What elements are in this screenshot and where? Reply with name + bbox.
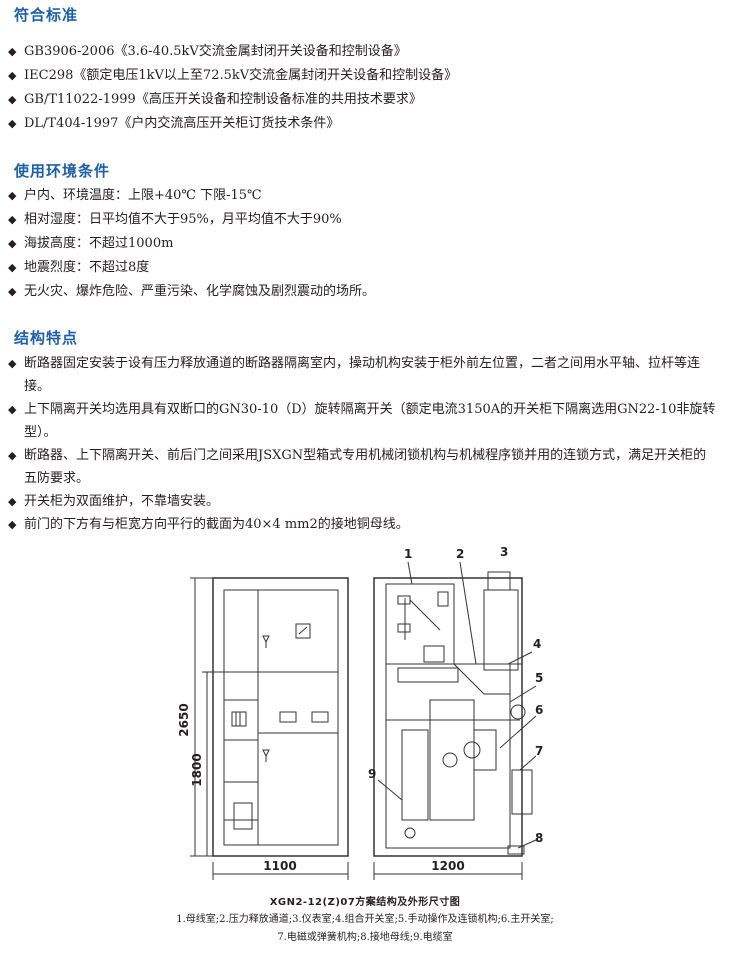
standards-list: ◆GB3906-2006《3.6-40.5kV交流金属封闭开关设备和控制设备》 … — [8, 40, 716, 136]
front-outline — [212, 577, 349, 857]
dim-width-side: 1200 — [431, 859, 464, 873]
list-item: ◆上下隔离开关均选用具有双断口的GN30-10（D）旋转隔离开关（额定电流315… — [8, 398, 716, 444]
list-item: ◆海拔高度：不超过1000m — [8, 232, 716, 256]
diamond-bullet-icon: ◆ — [8, 69, 17, 82]
diamond-bullet-icon: ◆ — [8, 213, 17, 226]
figure-legend-line2: 7.电磁或弹簧机构;8.接地母线;9.电缆室 — [277, 932, 453, 943]
callout-label: 3 — [500, 545, 508, 559]
list-item: ◆GB3906-2006《3.6-40.5kV交流金属封闭开关设备和控制设备》 — [8, 40, 716, 64]
diamond-bullet-icon: ◆ — [8, 117, 17, 130]
side-view — [373, 561, 537, 880]
diamond-bullet-icon: ◆ — [8, 357, 17, 370]
list-item: ◆DL/T404-1997《户内交流高压开关柜订货技术条件》 — [8, 112, 716, 136]
list-item: ◆地震烈度：不超过8度 — [8, 256, 716, 280]
diamond-bullet-icon: ◆ — [8, 93, 17, 106]
mechanism-box — [511, 769, 533, 815]
list-item: ◆GB/T11022-1999《高压开关设备和控制设备标准的共用技术要求》 — [8, 88, 716, 112]
indicator-icon — [262, 635, 270, 644]
callout-label: 1 — [404, 547, 412, 561]
instrument-box — [487, 571, 511, 591]
diamond-bullet-icon: ◆ — [8, 45, 17, 58]
dim-height-total: 2650 — [177, 703, 191, 736]
callout-label: 9 — [368, 767, 376, 781]
main-chamber — [385, 663, 511, 849]
switchgear-drawing: 2650 1800 1100 1200 1 2 3 4 5 6 7 8 9 — [177, 545, 543, 880]
operating-handle — [510, 704, 526, 720]
figure-legend-line1: 1.母线室;2.压力释放通道;3.仪表室;4.组合开关室;5.手动操作及连锁机构… — [176, 914, 554, 925]
handle-box — [233, 802, 253, 830]
list-item: ◆IEC298《额定电压1kV以上至72.5kV交流金属封闭开关设备和控制设备》 — [8, 64, 716, 88]
list-item: ◆断路器、上下隔离开关、前后门之间采用JSXGN型箱式专用机械闭锁机构与机械程序… — [8, 444, 716, 490]
indicator-icon — [262, 749, 270, 758]
diamond-bullet-icon: ◆ — [8, 237, 17, 250]
callout-label: 4 — [533, 637, 541, 651]
callout-label: 7 — [535, 744, 543, 758]
structure-list: ◆断路器固定安装于设有压力释放通道的断路器隔离室内，操动机构安装于柜外前左位置，… — [8, 352, 716, 536]
instrument-room — [483, 589, 519, 671]
front-inner-frame — [223, 589, 339, 846]
diamond-bullet-icon: ◆ — [8, 449, 17, 462]
diamond-bullet-icon: ◆ — [8, 495, 17, 508]
nameplate-icon — [279, 711, 297, 723]
list-item: ◆无火灾、爆炸危险、严重污染、化学腐蚀及剧烈震动的场所。 — [8, 280, 716, 304]
diamond-bullet-icon: ◆ — [8, 261, 17, 274]
callout-label: 6 — [535, 703, 543, 717]
meter-icon — [295, 623, 311, 639]
diamond-bullet-icon: ◆ — [8, 189, 17, 202]
list-item: ◆前门的下方有与柜宽方向平行的截面为40×4 mm2的接地铜母线。 — [8, 513, 716, 536]
list-item: ◆断路器固定安装于设有压力释放通道的断路器隔离室内，操动机构安装于柜外前左位置，… — [8, 352, 716, 398]
ground-bus — [507, 845, 525, 855]
figure-caption: XGN2-12(Z)07方案结构及外形尺寸图 — [269, 897, 461, 908]
list-item: ◆相对湿度：日平均值不大于95%，月平均值不大于90% — [8, 208, 716, 232]
section-title-structure: 结构特点 — [14, 329, 79, 347]
callout-label: 8 — [535, 831, 543, 845]
diamond-bullet-icon: ◆ — [8, 518, 17, 531]
section-title-environment: 使用环境条件 — [14, 162, 111, 180]
list-item: ◆开关柜为双面维护，不靠墙安装。 — [8, 490, 716, 513]
callout-label: 5 — [535, 671, 543, 685]
dim-height-lower: 1800 — [190, 753, 204, 786]
callout-label: 2 — [456, 547, 464, 561]
front-view — [190, 577, 349, 880]
nameplate-icon — [311, 711, 329, 723]
diamond-bullet-icon: ◆ — [8, 403, 17, 416]
diamond-bullet-icon: ◆ — [8, 285, 17, 298]
section-title-standards: 符合标准 — [14, 6, 79, 24]
switch-icon — [231, 711, 247, 727]
side-outline — [373, 577, 523, 857]
dim-width-front: 1100 — [263, 859, 296, 873]
environment-list: ◆户内、环境温度：上限+40℃ 下限-15℃ ◆相对湿度：日平均值不大于95%，… — [8, 184, 716, 304]
list-item: ◆户内、环境温度：上限+40℃ 下限-15℃ — [8, 184, 716, 208]
